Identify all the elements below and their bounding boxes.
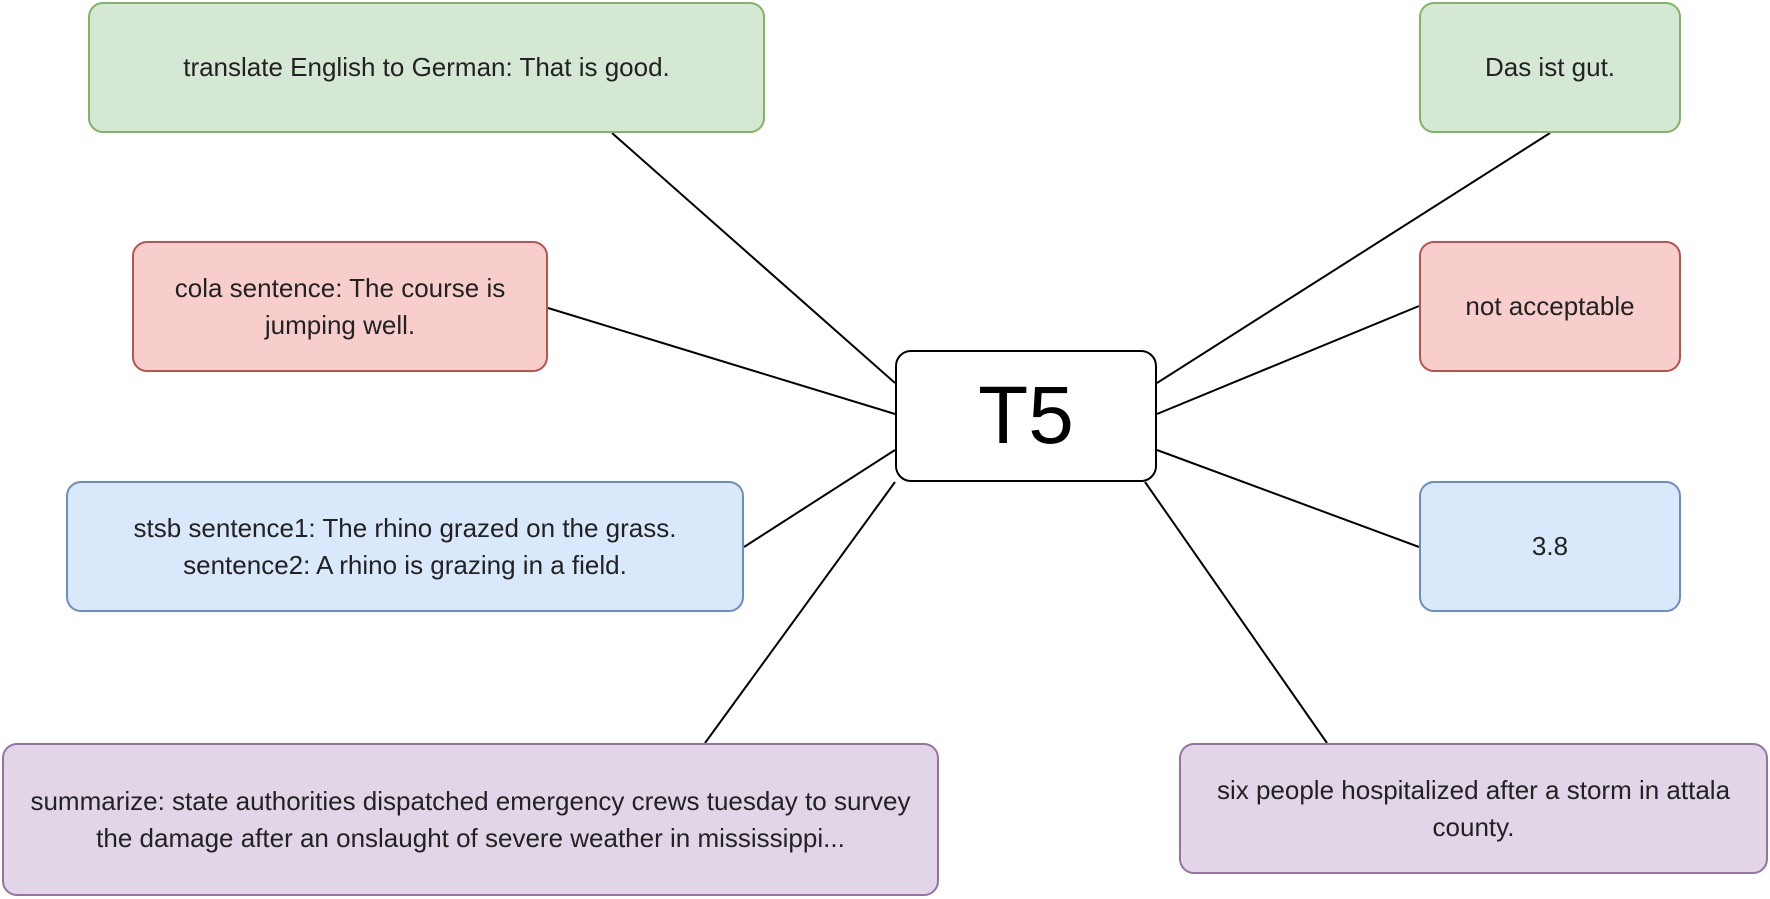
connector-translate-output	[1156, 132, 1551, 384]
output-summarize-box: six people hospitalized after a storm in…	[1179, 743, 1768, 874]
input-stsb-box: stsb sentence1: The rhino grazed on the …	[66, 481, 744, 612]
output-translate-box: Das ist gut.	[1419, 2, 1681, 133]
connector-summarize-output	[1144, 481, 1328, 744]
t5-model-box: T5	[895, 350, 1157, 482]
input-summarize-text: summarize: state authorities dispatched …	[30, 785, 911, 853]
connector-cola-input	[547, 307, 896, 415]
connector-summarize-input	[704, 481, 896, 744]
input-cola-box: cola sentence: The course is jumping wel…	[132, 241, 548, 372]
connector-stsb-output	[1156, 449, 1420, 548]
output-cola-box: not acceptable	[1419, 241, 1681, 372]
t5-model-label: T5	[978, 370, 1074, 461]
input-translate-box: translate English to German: That is goo…	[88, 2, 765, 133]
output-cola-text: not acceptable	[1465, 291, 1635, 321]
output-translate-text: Das ist gut.	[1484, 52, 1616, 82]
input-summarize-box: summarize: state authorities dispatched …	[2, 743, 939, 896]
connector-stsb-input	[743, 449, 896, 548]
output-stsb-text: 3.8	[1531, 531, 1569, 561]
input-stsb-text: stsb sentence1: The rhino grazed on the …	[133, 512, 677, 580]
output-summarize-text: six people hospitalized after a storm in…	[1216, 774, 1731, 842]
connector-translate-input	[611, 132, 896, 384]
input-translate-text: translate English to German: That is goo…	[183, 52, 670, 82]
input-cola-text: cola sentence: The course is jumping wel…	[174, 272, 506, 340]
connector-cola-output	[1156, 305, 1420, 415]
output-stsb-box: 3.8	[1419, 481, 1681, 612]
